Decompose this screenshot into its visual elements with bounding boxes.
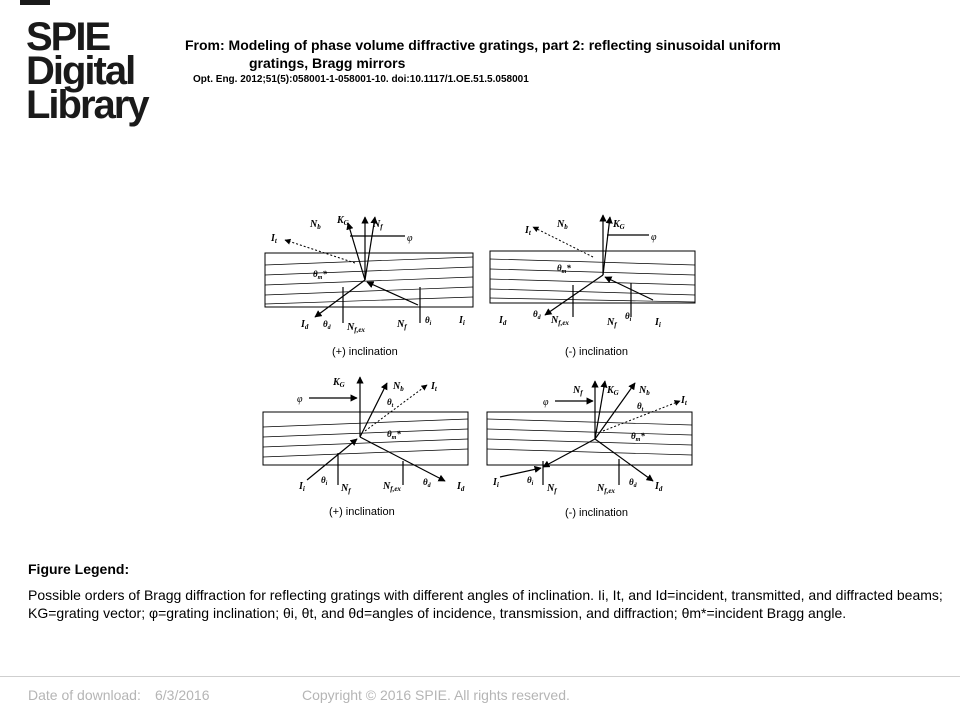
logo-line-3: Library	[26, 83, 150, 127]
svg-text:φ: φ	[297, 394, 303, 405]
svg-text:θd: θd	[423, 477, 432, 489]
svg-text:Nb: Nb	[392, 381, 404, 393]
svg-text:θd: θd	[323, 319, 332, 331]
svg-text:Id: Id	[300, 319, 309, 331]
download-date-label: Date of download:	[28, 687, 141, 703]
svg-text:θt: θt	[387, 397, 394, 409]
panel-caption-4: (-) inclination	[565, 507, 628, 519]
panel-caption-3: (+) inclination	[329, 506, 395, 518]
top-bar	[20, 0, 50, 5]
svg-text:Nf: Nf	[572, 385, 583, 397]
panel-caption-2: (-) inclination	[565, 346, 628, 358]
article-header: From: Modeling of phase volume diffracti…	[185, 36, 925, 85]
svg-text:Nf: Nf	[606, 317, 617, 329]
panel-caption-1: (+) inclination	[332, 346, 398, 358]
svg-text:θi: θi	[425, 315, 432, 327]
svg-text:θt: θt	[637, 401, 644, 413]
svg-text:Ii: Ii	[492, 477, 499, 489]
svg-text:It: It	[680, 395, 688, 407]
svg-text:KG: KG	[336, 215, 349, 227]
svg-text:Nf: Nf	[340, 483, 351, 495]
svg-text:Id: Id	[498, 315, 507, 327]
svg-text:θm*: θm*	[387, 429, 401, 441]
svg-text:θi: θi	[527, 475, 534, 487]
svg-text:Id: Id	[456, 481, 465, 493]
svg-text:φ: φ	[407, 233, 413, 244]
article-title: From: Modeling of phase volume diffracti…	[185, 36, 925, 72]
logo-line-2: Digital	[26, 49, 136, 93]
logo-line-1: SPIE	[26, 15, 111, 59]
panel-top-left: Nb KG Nf φ It θm* Id θd Nf,ex Nf θi Ii (…	[264, 215, 474, 358]
svg-text:Nf: Nf	[372, 219, 383, 231]
svg-text:Nf,ex: Nf,ex	[550, 315, 569, 327]
svg-text:φ: φ	[651, 232, 657, 243]
panel-top-right: Nb KG φ It θm* Id θd Nf,ex Nf θi Ii (-) …	[489, 214, 696, 358]
svg-text:θm*: θm*	[557, 263, 571, 275]
svg-text:Ii: Ii	[458, 315, 465, 327]
figure-legend-text: Possible orders of Bragg diffraction for…	[28, 587, 943, 621]
figure-image: Nb KG Nf φ It θm* Id θd Nf,ex Nf θi Ii (…	[262, 214, 696, 519]
footer-divider	[0, 676, 960, 677]
download-date: 6/3/2016	[155, 687, 210, 703]
svg-text:Nf,ex: Nf,ex	[596, 483, 615, 495]
title-line-2: gratings, Bragg mirrors	[249, 55, 406, 71]
svg-text:Nf: Nf	[396, 319, 407, 331]
svg-text:Nb: Nb	[309, 219, 321, 231]
panel-bottom-left: KG Nb It φ θt θm* Ii θi Nf Nf,ex θd Id (…	[262, 376, 469, 518]
svg-text:It: It	[270, 233, 278, 245]
svg-text:Ii: Ii	[654, 317, 661, 329]
svg-text:KG: KG	[606, 385, 619, 397]
svg-text:Nf: Nf	[546, 483, 557, 495]
panel-bottom-right: Nf KG Nb It φ θt θm* Ii θi Nf Nf,ex θd I…	[486, 380, 693, 519]
svg-text:θm*: θm*	[313, 269, 327, 281]
citation: Opt. Eng. 2012;51(5):058001-1-058001-10.…	[193, 74, 529, 85]
svg-text:Id: Id	[654, 481, 663, 493]
figure-legend-heading: Figure Legend:	[28, 561, 130, 577]
svg-text:θi: θi	[625, 311, 632, 323]
svg-text:KG: KG	[332, 377, 345, 389]
spie-digital-library-logo[interactable]: SPIE Digital Library	[26, 15, 150, 127]
svg-text:θd: θd	[629, 477, 638, 489]
svg-text:It: It	[524, 225, 532, 237]
svg-text:Nb: Nb	[556, 219, 568, 231]
svg-text:Nf,ex: Nf,ex	[346, 322, 365, 334]
svg-text:θm*: θm*	[631, 431, 645, 443]
svg-text:Ii: Ii	[298, 481, 305, 493]
svg-text:φ: φ	[543, 397, 549, 408]
svg-text:Nb: Nb	[638, 385, 650, 397]
svg-text:θi: θi	[321, 475, 328, 487]
copyright-notice: Copyright © 2016 SPIE. All rights reserv…	[302, 687, 570, 703]
svg-text:θd: θd	[533, 309, 542, 321]
svg-text:Nf,ex: Nf,ex	[382, 481, 401, 493]
svg-text:KG: KG	[612, 219, 625, 231]
title-line-1: From: Modeling of phase volume diffracti…	[185, 37, 781, 53]
svg-text:It: It	[430, 381, 438, 393]
